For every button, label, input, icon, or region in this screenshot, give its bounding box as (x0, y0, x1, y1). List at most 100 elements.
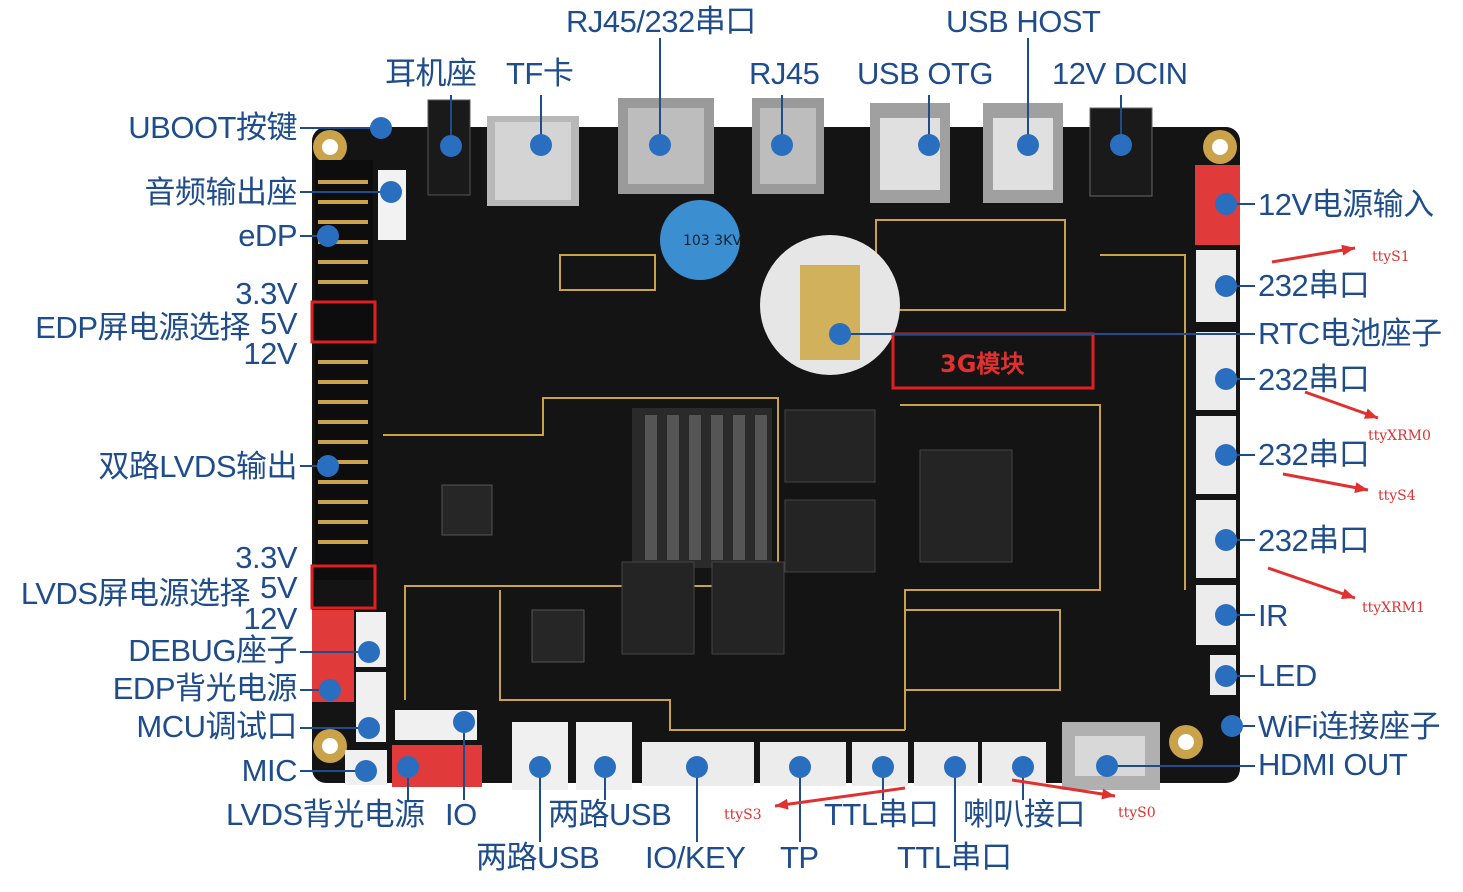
svg-text:103 3KV: 103 3KV (683, 233, 742, 249)
label-12v-dcin: 12V DCIN (1052, 56, 1188, 91)
lvds-power-select-box (310, 564, 377, 610)
svg-text:3G模块: 3G模块 (940, 350, 1024, 378)
label-tf-card: TF卡 (506, 56, 574, 91)
callout-dot (1215, 368, 1237, 390)
callout-dot (317, 225, 339, 247)
tag-ttyS0: ttyS0 (1118, 805, 1156, 821)
label-lvds-power-select: LVDS屏电源选择 (20, 576, 251, 611)
label-mcu-debug: MCU调试口 (136, 709, 297, 744)
callout-dot (530, 134, 552, 156)
tag-ttyXRM0: ttyXRM0 (1368, 428, 1431, 444)
ram-chip (621, 561, 695, 655)
callout-dot (1215, 275, 1237, 297)
label-hdmi-out: HDMI OUT (1258, 747, 1408, 782)
audio-out-connector (378, 170, 406, 240)
label-headphone-jack: 耳机座 (385, 56, 477, 91)
label-lvds-backlight: LVDS背光电源 (226, 797, 425, 832)
callout-dot (649, 134, 671, 156)
callout-dot (872, 756, 894, 778)
label-mic: MIC (241, 753, 298, 788)
callout-dot (440, 135, 462, 157)
tag-arrow-head (1101, 788, 1115, 800)
label-io-key: IO/KEY (645, 840, 746, 875)
label-serial-2: 232串口 (1258, 362, 1370, 397)
label-serial-4: 232串口 (1258, 523, 1370, 558)
callout-dot (453, 711, 475, 733)
tag-arrow-line (1282, 472, 1369, 492)
label-led: LED (1258, 658, 1317, 693)
label-tp: TP (780, 840, 819, 875)
label-edp-5v: 5V (260, 306, 297, 341)
callout-dot (358, 641, 380, 663)
callout-dot (789, 756, 811, 778)
tag-arrow-line (1267, 566, 1356, 600)
label-serial-1: 232串口 (1258, 268, 1370, 303)
callout-dot (771, 134, 793, 156)
label-rj45: RJ45 (749, 56, 820, 91)
label-dual-lvds: 双路LVDS输出 (98, 449, 297, 484)
label-rtc-battery: RTC电池座子 (1258, 316, 1442, 351)
callout-dot (594, 756, 616, 778)
callout-dot (829, 323, 851, 345)
callout-dot (1221, 715, 1243, 737)
callout-dot (355, 760, 377, 782)
ram-chip (784, 499, 876, 573)
callout-dot (529, 756, 551, 778)
tag-arrow-head (1341, 244, 1355, 256)
callout-dot (1017, 134, 1039, 156)
label-dual-usb-1: 两路USB (476, 840, 600, 875)
tag-arrow-line (1304, 390, 1379, 420)
label-ttl-serial-1: TTL串口 (824, 797, 939, 832)
tag-arrow-line (1011, 778, 1116, 798)
edp-power-select-box (310, 300, 377, 344)
label-usb-host: USB HOST (946, 4, 1101, 39)
cpu-chip (441, 484, 493, 536)
callout-dot (1215, 604, 1237, 626)
ram-chip (711, 561, 785, 655)
label-audio-out: 音频输出座 (144, 175, 298, 210)
label-dual-usb-2: 两路USB (548, 797, 672, 832)
tag-ttyS1: ttyS1 (1372, 249, 1410, 265)
callout-dot (1096, 755, 1118, 777)
label-debug-header: DEBUG座子 (128, 633, 297, 668)
label-uboot-key: UBOOT按键 (128, 110, 297, 145)
callout-dot (370, 117, 392, 139)
callout-dot (397, 756, 419, 778)
label-lvds-12v: 12V (243, 601, 297, 636)
callout-dot (358, 717, 380, 739)
callout-dot (1215, 665, 1237, 687)
label-usb-otg: USB OTG (857, 56, 994, 91)
emmc-chip (919, 449, 1013, 563)
label-io: IO (445, 797, 477, 832)
tag-ttyXRM1: ttyXRM1 (1362, 600, 1425, 616)
tag-ttyS4: ttyS4 (1378, 488, 1416, 504)
callout-dot (1215, 529, 1237, 551)
callout-dot (1215, 444, 1237, 466)
callout-dot (686, 756, 708, 778)
mcu-chip (531, 609, 585, 663)
tag-ttyS3: ttyS3 (724, 807, 762, 823)
tag-arrow-head (775, 798, 789, 810)
callout-dot (1012, 756, 1034, 778)
label-edp-12v: 12V (243, 336, 297, 371)
tag-arrow-head (1354, 482, 1368, 493)
label-edp-backlight: EDP背光电源 (112, 671, 298, 706)
label-edp-3v3: 3.3V (235, 276, 297, 311)
label-12v-power-input: 12V电源输入 (1258, 187, 1434, 222)
capacitor (660, 200, 740, 280)
label-lvds-3v3: 3.3V (235, 540, 297, 575)
callout-dot (380, 181, 402, 203)
label-edp-power-select: EDP屏电源选择 (35, 310, 250, 345)
label-ir: IR (1258, 598, 1289, 633)
tag-arrow-line (774, 786, 906, 808)
label-lvds-5v: 5V (260, 570, 297, 605)
label-wifi-connector: WiFi连接座子 (1258, 709, 1440, 744)
label-serial-3: 232串口 (1258, 437, 1370, 472)
tag-arrow-line (1271, 246, 1356, 264)
label-ttl-serial-2: TTL串口 (897, 840, 1012, 875)
label-rj45-232: RJ45/232串口 (566, 4, 756, 39)
label-speaker: 喇叭接口 (963, 797, 1086, 832)
ram-chip (784, 409, 876, 483)
tag-arrow-head (1341, 588, 1355, 599)
tag-arrow-head (1364, 408, 1378, 419)
